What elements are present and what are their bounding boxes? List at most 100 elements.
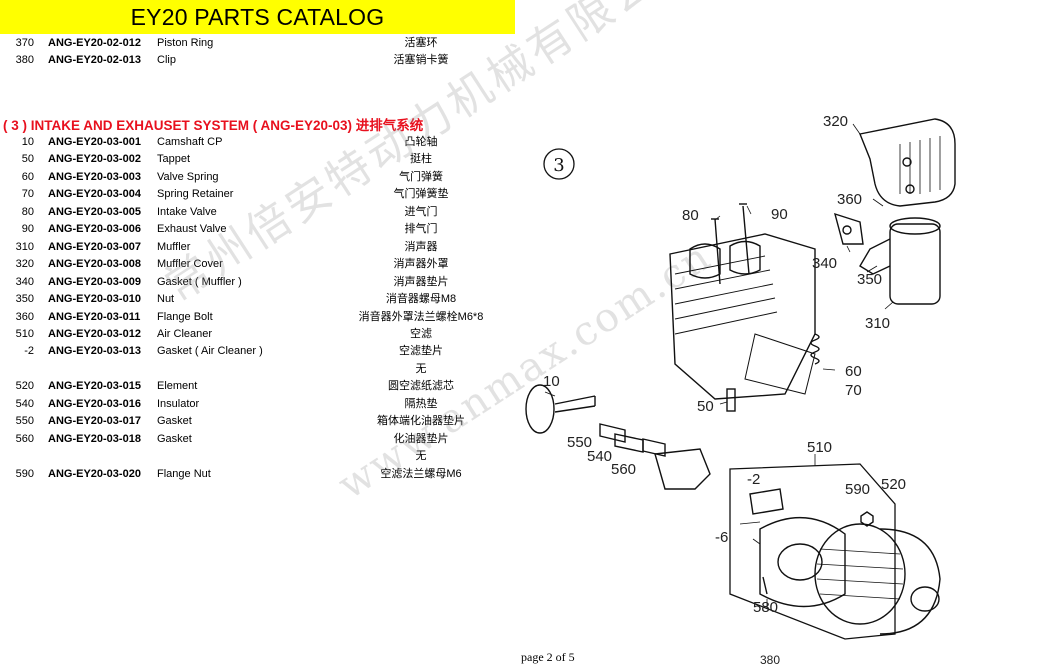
ref-number: 380: [15, 54, 34, 66]
part-code: ANG-EY20-03-011: [48, 310, 141, 323]
part-code: ANG-EY20-03-009: [48, 275, 141, 288]
part-name-cn: 消声器外罩: [393, 258, 449, 271]
ref-number: 590: [15, 467, 34, 480]
part-name-cn: 圆空滤纸滤芯: [388, 380, 454, 393]
part-name: Intake Valve: [157, 205, 217, 218]
callout-label: 510: [807, 439, 832, 456]
part-name-cn: 挺柱: [410, 153, 432, 166]
callout-label: 70: [845, 382, 862, 399]
part-code: ANG-EY20-03-007: [48, 240, 141, 253]
part-code: ANG-EY20-03-010: [48, 293, 141, 306]
ref-number: 70: [21, 188, 34, 201]
part-code: ANG-EY20-03-003: [48, 170, 141, 183]
ref-number: 60: [21, 170, 34, 183]
callout-label: 540: [587, 448, 612, 465]
part-name: Tappet: [157, 153, 191, 166]
part-name-cn: 箱体端化油器垫片: [377, 415, 465, 428]
part-name: Clip: [157, 54, 176, 66]
part-name-cn: 气门弹簧: [399, 170, 443, 183]
part-name-cn: 活塞销卡簧: [393, 54, 449, 66]
ref-number: 50: [21, 153, 34, 166]
part-name: Air Cleaner: [157, 327, 213, 340]
part-name-cn: 消音器螺母M8: [385, 293, 457, 306]
section-heading: ( 3 ) INTAKE AND EXHAUSET SYSTEM ( ANG-E…: [3, 118, 424, 133]
part-code: ANG-EY20-03-008: [48, 258, 141, 271]
ref-number: 320: [15, 258, 34, 271]
page-number: page 2 of 5: [521, 650, 575, 664]
part-name-cn: 气门弹簧垫: [393, 188, 449, 201]
part-name: Flange Bolt: [157, 310, 213, 323]
callout-label: 340: [812, 255, 837, 272]
callout-label: 310: [865, 315, 890, 332]
part-name-cn: 空滤: [410, 327, 432, 340]
part-code: ANG-EY20-03-006: [48, 223, 141, 236]
part-code: ANG-EY20-03-013: [48, 345, 141, 358]
section-marker-circle: [543, 148, 575, 180]
ref-number: 10: [21, 136, 34, 148]
callout-label: 590: [845, 481, 870, 498]
part-name-cn: 消声器垫片: [393, 275, 449, 288]
callout-label: 520: [881, 476, 906, 493]
part-name-cn: 无: [415, 450, 427, 463]
callout-label: 550: [567, 434, 592, 451]
part-name: Gasket: [157, 415, 192, 428]
callout-label: 50: [697, 398, 714, 415]
ref-number: 370: [15, 37, 34, 49]
part-name: Gasket: [157, 432, 192, 445]
part-name-cn: 空滤法兰螺母M6: [380, 467, 462, 480]
ref-number: 520: [15, 380, 34, 393]
part-code: ANG-EY20-02-013: [48, 54, 141, 66]
ref-number: 540: [15, 397, 34, 410]
ref-number: -2: [24, 345, 34, 358]
part-code: ANG-EY20-03-002: [48, 153, 141, 166]
part-name: Gasket ( Air Cleaner ): [157, 345, 263, 358]
part-name-cn: 空滤垫片: [399, 345, 443, 358]
ref-number: 350: [15, 293, 34, 306]
part-name-cn: 消声器: [404, 240, 438, 253]
part-name: Spring Retainer: [157, 188, 234, 201]
ref-number: 560: [15, 432, 34, 445]
part-name-cn: 无: [415, 362, 427, 375]
part-code: ANG-EY20-03-012: [48, 327, 141, 340]
part-name: Element: [157, 380, 198, 393]
part-name: Muffler Cover: [157, 258, 223, 271]
part-name: Gasket ( Muffler ): [157, 275, 242, 288]
part-name-cn: 进气门: [404, 205, 438, 218]
part-code: ANG-EY20-03-020: [48, 467, 141, 480]
part-name: Nut: [157, 293, 175, 306]
part-name-cn: 化油器垫片: [393, 432, 449, 445]
part-name-cn: 隔热垫: [404, 397, 438, 410]
part-code: ANG-EY20-03-015: [48, 380, 141, 393]
section-marker-number: 3: [553, 155, 564, 176]
muffler-cover-shape: [859, 118, 956, 207]
part-name: Piston Ring: [157, 37, 214, 49]
callout-label: 10: [543, 373, 560, 390]
muffler-body-shape: [889, 223, 941, 305]
callout-label: 60: [845, 363, 862, 380]
part-name: Exhaust Valve: [157, 223, 227, 236]
callout-label: 580: [753, 599, 778, 616]
ref-number: 550: [15, 415, 34, 428]
callout-label: 320: [823, 113, 848, 130]
part-code: ANG-EY20-03-017: [48, 415, 141, 428]
callout-label: 380: [760, 653, 780, 665]
ref-number: 90: [21, 223, 34, 236]
callout-label: 80: [682, 207, 699, 224]
part-code: ANG-EY20-03-018: [48, 432, 141, 445]
part-code: ANG-EY20-03-001: [48, 136, 141, 148]
callout-label: 560: [611, 461, 636, 478]
part-name-cn: 活塞环: [404, 37, 438, 49]
exploded-parts-diagram: 3 320 360 80 90 340 350 310 60 70 10 50 …: [525, 113, 956, 665]
carburetor-shape: [654, 448, 711, 490]
callout-label: 350: [857, 271, 882, 288]
part-name: Camshaft CP: [157, 136, 223, 148]
part-name: Valve Spring: [157, 170, 219, 183]
part-name: Muffler: [157, 240, 191, 253]
part-code: ANG-EY20-03-005: [48, 205, 141, 218]
callout-label: 360: [837, 191, 862, 208]
catalog-title-bar: EY20 PARTS CATALOG: [0, 0, 515, 34]
part-name-cn: 排气门: [404, 223, 438, 236]
ref-number: 360: [15, 310, 34, 323]
callout-label: -6: [715, 529, 728, 546]
engine-block-shape: [669, 233, 816, 400]
